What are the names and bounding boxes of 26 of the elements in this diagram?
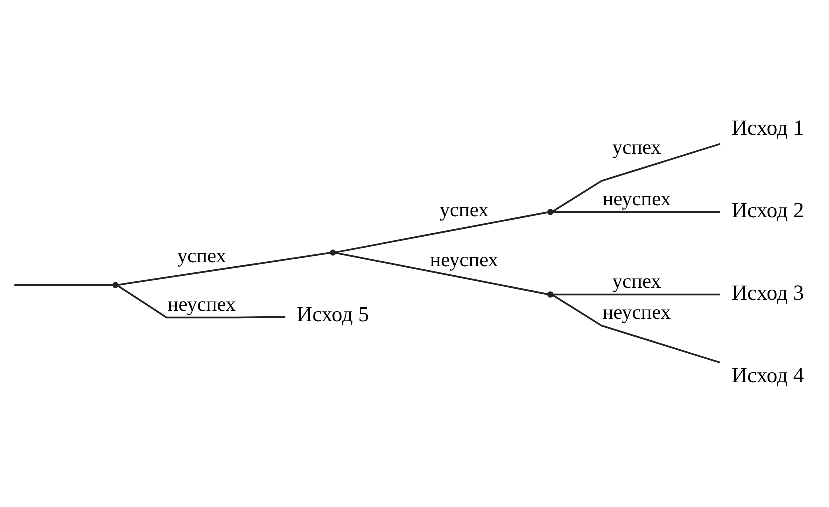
edge-label: неуспех: [430, 249, 498, 272]
edge-label: успех: [440, 199, 489, 222]
node-point: [548, 292, 554, 298]
connector: [118, 285, 286, 319]
edge-label: успех: [612, 270, 662, 293]
connector: [118, 252, 331, 286]
edge-label: неуспех: [602, 302, 672, 324]
node-text: Исход 4: [732, 363, 804, 388]
connector: [552, 143, 721, 212]
connector: [553, 294, 720, 296]
edge-label: успех: [178, 245, 226, 268]
node-text: Исход 1: [732, 116, 804, 140]
connector: [336, 212, 548, 254]
node-point: [112, 282, 119, 288]
connector: [552, 294, 721, 364]
node-point: [330, 250, 336, 256]
connector: [336, 252, 548, 296]
edge-label: успех: [612, 137, 662, 160]
connector: [553, 211, 720, 214]
edge-label: неуспех: [168, 294, 236, 316]
node-text: Исход 2: [732, 198, 804, 222]
node-text: Исход 3: [732, 280, 804, 305]
edge-label: неуспех: [602, 188, 672, 210]
node-point: [548, 209, 554, 216]
connector: [14, 284, 114, 286]
node-text: Исход 5: [296, 302, 370, 327]
